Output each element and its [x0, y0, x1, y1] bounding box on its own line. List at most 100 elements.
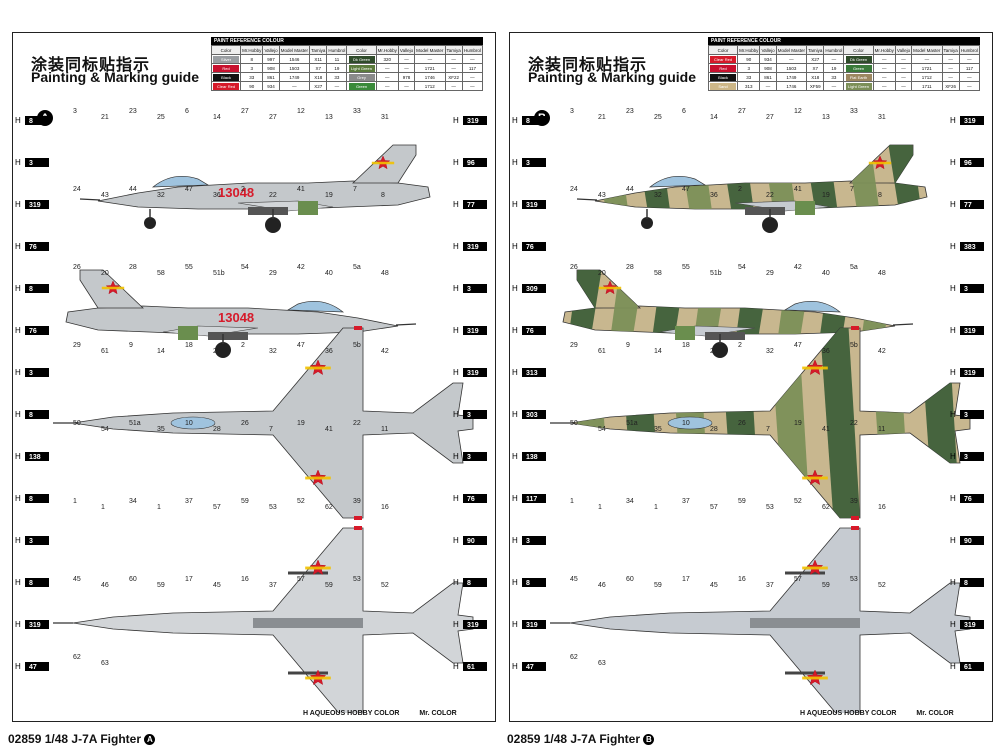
paint-code-number: 61 — [964, 664, 972, 671]
paint-code-label: H — [950, 200, 956, 209]
table-header: Model Master — [775, 45, 808, 55]
camo-stripe — [861, 270, 895, 334]
callout-number: 35 — [157, 426, 165, 433]
table-cell: — — [375, 63, 399, 73]
paint-code-label: H — [453, 326, 459, 335]
table-cell: — — [278, 81, 311, 91]
paint-code-box — [463, 368, 487, 377]
callout-number: 53 — [766, 504, 774, 511]
paint-code-label: H — [512, 662, 518, 671]
paint-code-box — [960, 578, 984, 587]
paint-code-number: 319 — [29, 622, 41, 629]
callout-number: 6 — [185, 108, 189, 115]
callout-number: 1 — [570, 498, 574, 505]
table-title: PAINT REFERENCE COLOUR — [211, 37, 483, 45]
paint-code-number: 3 — [29, 370, 33, 377]
callout-number: 59 — [325, 582, 333, 589]
table-cell: — — [941, 72, 960, 82]
callout-number: 3 — [570, 108, 574, 115]
table-cell: Dk Green — [346, 54, 377, 64]
callout-number: 14 — [213, 114, 221, 121]
canopy — [648, 176, 707, 188]
paint-code-label: H — [15, 116, 21, 125]
callout-number: 37 — [682, 498, 690, 505]
callout-number: 39 — [353, 498, 361, 505]
paint-code-label: H — [15, 662, 21, 671]
paint-code-number: 96 — [467, 160, 475, 167]
camo-stripe — [820, 328, 860, 518]
table-cell: 19 — [326, 63, 348, 73]
callout-number: 5a — [353, 264, 361, 271]
table-header: Color — [346, 45, 377, 55]
callout-number: 10 — [185, 420, 193, 427]
wingtip-red — [851, 516, 859, 520]
callout-number: 1 — [73, 498, 77, 505]
callout-number: 52 — [794, 498, 802, 505]
paint-code-label: H — [950, 578, 956, 587]
roundel-bar — [305, 366, 331, 370]
callout-number: 34 — [626, 498, 634, 505]
callout-number: 25 — [213, 348, 221, 355]
callout-number: 20 — [598, 270, 606, 277]
table-cell: — — [911, 54, 943, 64]
paint-code-label: H — [15, 578, 21, 587]
table-cell: — — [326, 81, 348, 91]
paint-code-box — [25, 578, 49, 587]
paint-code-number: 77 — [467, 202, 475, 209]
callout-number: 7 — [850, 186, 854, 193]
mr-color-brand: Mr. COLOR — [419, 710, 457, 717]
color-swatch: Dk Green — [348, 55, 375, 63]
paint-code-box — [25, 200, 49, 209]
table-header: Tamiya — [806, 45, 825, 55]
callout-number: 37 — [185, 498, 193, 505]
callout-number: 2 — [241, 186, 245, 193]
callout-number: 58 — [157, 270, 165, 277]
paint-code-label: H — [15, 158, 21, 167]
paint-code-number: 77 — [964, 202, 972, 209]
canopy — [170, 416, 216, 430]
color-swatch: Light Green — [845, 82, 872, 90]
table-header: Color — [843, 45, 874, 55]
paint-code-box — [25, 158, 49, 167]
paint-code-label: H — [453, 116, 459, 125]
table-cell: 3 — [240, 63, 264, 73]
canopy — [151, 176, 210, 188]
callout-number: 22 — [353, 420, 361, 427]
callout-number: 45 — [570, 576, 578, 583]
paint-code-number: 138 — [29, 454, 41, 461]
paint-code-number: 96 — [964, 160, 972, 167]
table-cell: — — [444, 54, 463, 64]
callout-number: 34 — [129, 498, 137, 505]
paint-code-number: 76 — [29, 328, 37, 335]
side-view — [576, 144, 928, 233]
color-swatch: Red — [213, 64, 240, 72]
table-cell: X18 — [309, 72, 328, 82]
table-cell: — — [444, 81, 463, 91]
pitot-probe — [576, 198, 598, 201]
callout-number: 57 — [297, 576, 305, 583]
paint-code-number: 319 — [467, 622, 479, 629]
airframe — [72, 327, 474, 519]
table-cell: Green — [346, 81, 377, 91]
pitot-probe — [79, 198, 101, 201]
wingtip-red — [851, 526, 859, 530]
callout-number: 32 — [766, 348, 774, 355]
paint-code-label: H — [512, 620, 518, 629]
callout-number: 36 — [213, 192, 221, 199]
table-cell: 33 — [240, 72, 264, 82]
callout-number: 1 — [598, 504, 602, 511]
table-cell: X18 — [806, 72, 825, 82]
paint-code-label: H — [453, 620, 459, 629]
nose-wheel — [144, 217, 156, 229]
paint-code-label: H — [15, 410, 21, 419]
pitot-probe — [395, 323, 417, 326]
